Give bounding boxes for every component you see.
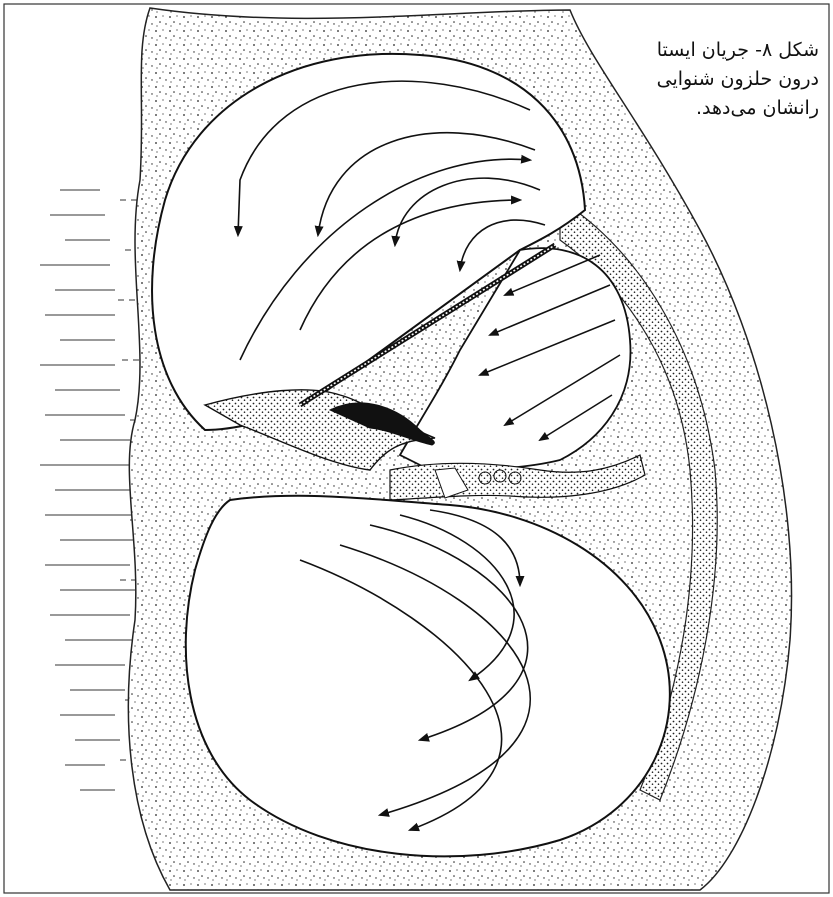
caption-line: رانشان می‌دهد. <box>619 94 819 123</box>
figure-caption: شکل ۸- جریان ایستا درون حلزون شنوایی ران… <box>619 36 819 123</box>
caption-line: درون حلزون شنوایی <box>619 65 819 94</box>
caption-line: شکل ۸- جریان ایستا <box>619 36 819 65</box>
